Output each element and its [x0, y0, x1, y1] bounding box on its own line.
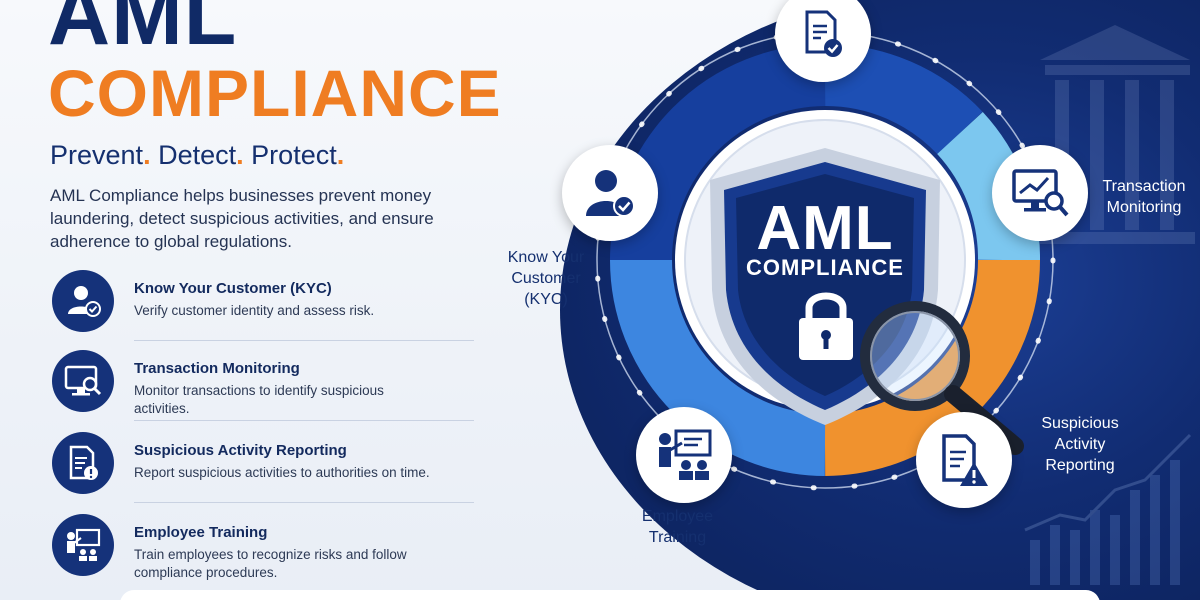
monitor-chart-icon	[1012, 169, 1069, 217]
feature-title: Know Your Customer (KYC)	[134, 280, 332, 297]
financial-graph-icon	[1024, 433, 1192, 585]
feature-kyc: Know Your Customer (KYC) Verify customer…	[52, 268, 474, 342]
tagline-dot: .	[236, 140, 244, 170]
ring-label-employee-training: Employee Training	[641, 508, 714, 546]
node-employee-training	[636, 407, 732, 503]
center-title-aml: AML	[756, 194, 894, 263]
tagline-dot: .	[143, 140, 151, 170]
feature-description: Verify customer identity and assess risk…	[134, 303, 375, 318]
node-kyc	[562, 145, 658, 241]
user-check-icon	[586, 170, 635, 217]
divider	[134, 420, 474, 421]
ring-label-transaction-monitoring: Transaction Monitoring	[1102, 178, 1186, 216]
feature-title: Suspicious Activity Reporting	[134, 442, 347, 459]
tagline: Prevent. Detect. Protect.	[50, 140, 344, 171]
training-icon	[52, 514, 114, 576]
shield-icon	[710, 148, 940, 425]
tagline-dot: .	[336, 140, 345, 170]
feature-employee-training: Employee Training Train employees to rec…	[52, 512, 432, 586]
center-title-compliance: COMPLIANCE	[746, 255, 904, 280]
lock-icon	[799, 292, 853, 360]
bottom-card	[120, 590, 1100, 600]
document-check-icon	[805, 10, 842, 57]
intro-paragraph: AML Compliance helps businesses prevent …	[50, 186, 434, 251]
divider	[134, 502, 474, 503]
tagline-word: Detect	[158, 140, 237, 170]
node-transaction-monitoring	[992, 145, 1088, 241]
divider	[134, 340, 474, 341]
tagline-word: Prevent	[50, 140, 144, 170]
feature-transaction-monitoring: Transaction Monitoring Monitor transacti…	[52, 348, 474, 422]
report-alert-icon	[942, 434, 988, 486]
user-check-icon	[52, 270, 114, 332]
feature-description: Train employees to recognize risks and f…	[134, 547, 407, 580]
feature-title: Transaction Monitoring	[134, 360, 300, 377]
feature-description: Report suspicious activities to authorit…	[134, 465, 430, 480]
headline-compliance: COMPLIANCE	[48, 56, 502, 130]
training-icon	[659, 429, 712, 480]
node-document-check	[775, 0, 871, 82]
headline-aml: AML	[48, 0, 238, 63]
feature-description: Monitor transactions to identify suspici…	[134, 383, 384, 416]
monitor-search-icon	[52, 350, 114, 412]
ring-label-suspicious-activity: Suspicious Activity Reporting	[1041, 415, 1119, 474]
node-suspicious-activity	[916, 412, 1012, 508]
tagline-word: Protect	[251, 140, 337, 170]
ring-label-kyc: Know Your Customer (KYC)	[507, 249, 585, 308]
report-alert-icon	[52, 432, 114, 494]
feature-suspicious-activity-reporting: Suspicious Activity Reporting Report sus…	[52, 430, 474, 504]
feature-title: Employee Training	[134, 524, 268, 541]
